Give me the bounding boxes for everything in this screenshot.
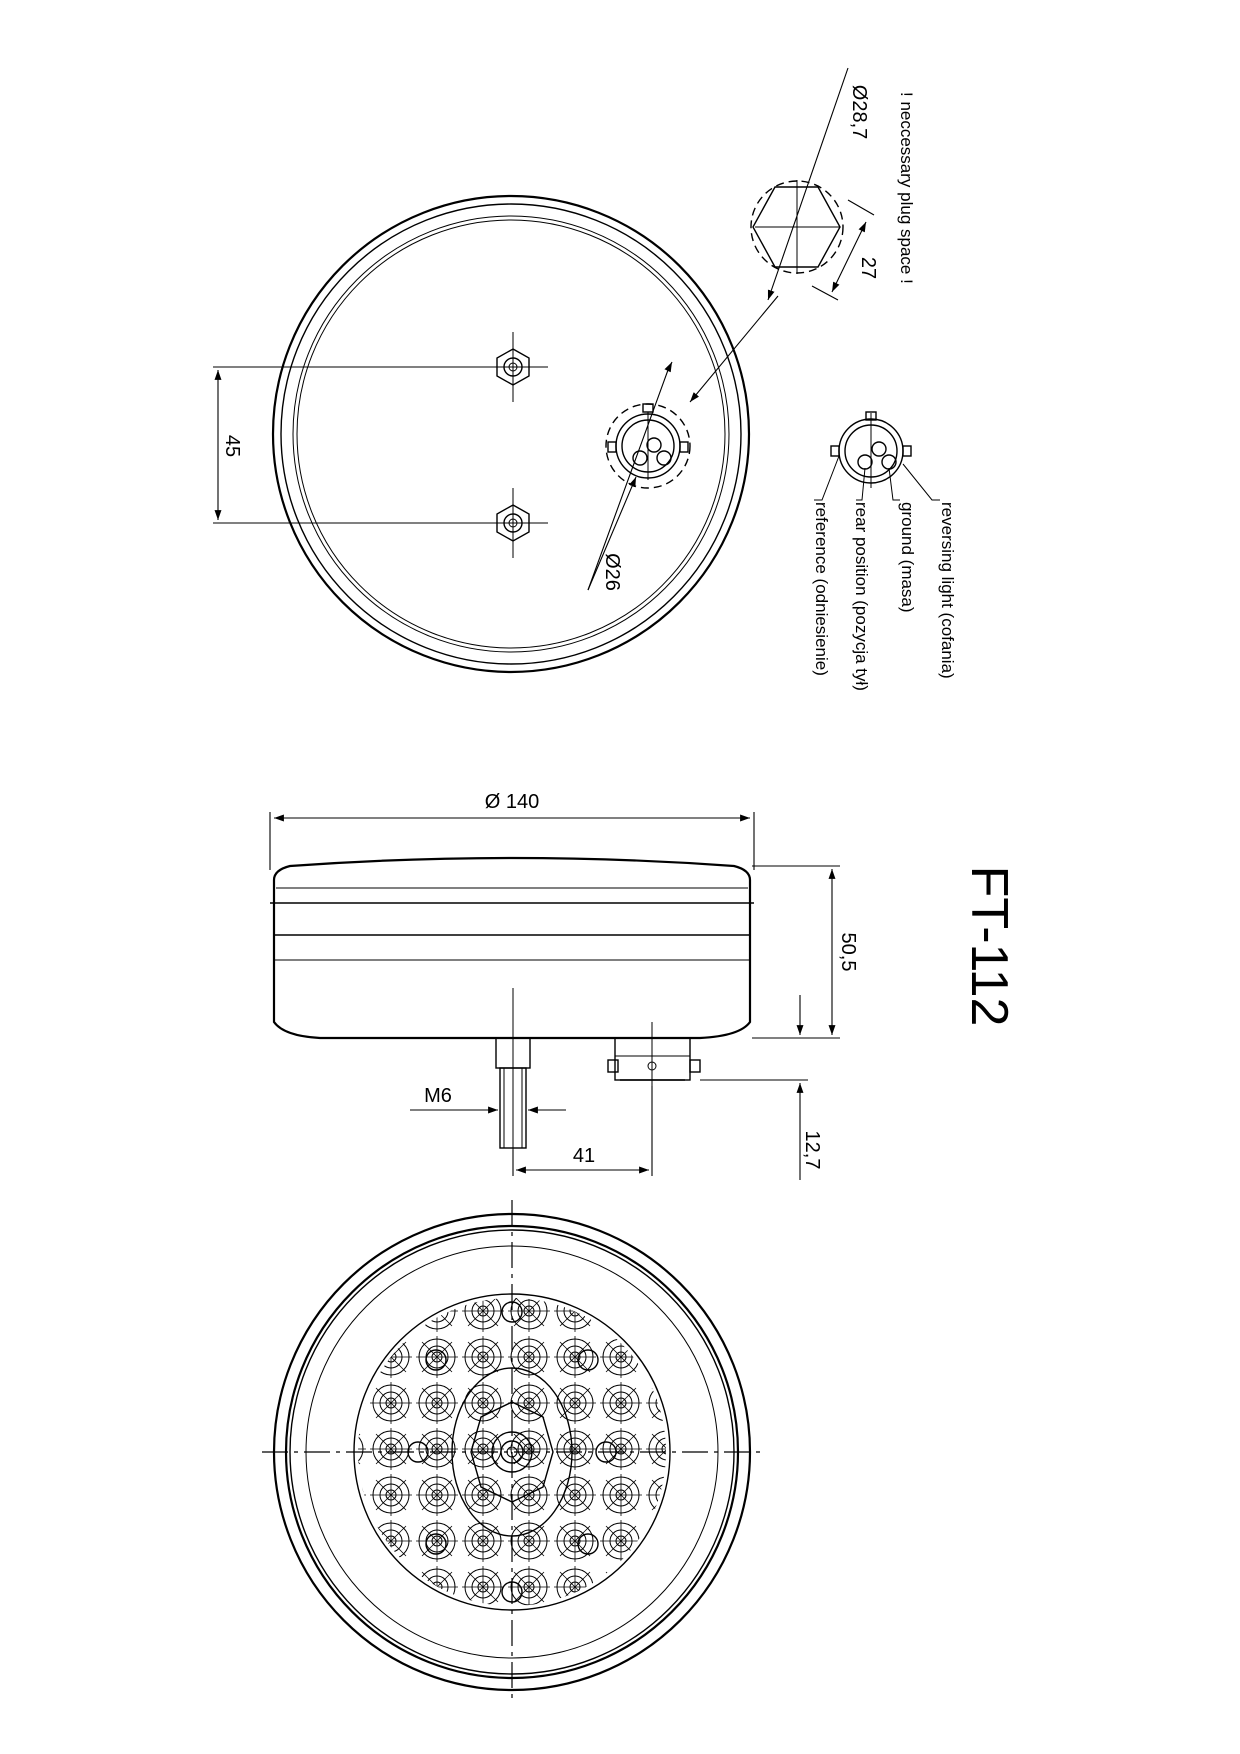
side-bolt <box>495 988 531 1160</box>
pin-label-reference: reference (odniesienie) <box>812 502 831 676</box>
plug-space-note: ! neccessary plug space ! <box>897 92 916 284</box>
dimension-socket-height: 12,7 <box>700 995 823 1180</box>
pin-label-reversing: reversing light (cofania) <box>938 502 957 679</box>
dimension-overall-height: 50,5 <box>752 865 859 1039</box>
pin-detail: reversing light (cofania) ground (masa) … <box>812 411 957 691</box>
lens-pattern <box>358 1298 666 1606</box>
pin-label-rear-position: rear position (pozycja tył) <box>852 502 871 691</box>
overall-height-label: 50,5 <box>837 933 859 972</box>
model-title: FT-112 <box>960 866 1018 1027</box>
plug-space-leader <box>689 295 779 403</box>
plug-diameter-label: Ø28,7 <box>848 85 870 139</box>
pin-label-ground: ground (masa) <box>898 502 917 613</box>
plug-width-label: 27 <box>857 257 879 279</box>
dimension-offset: 41 <box>512 1086 653 1176</box>
offset-label: 41 <box>573 1145 595 1167</box>
dimension-socket-diameter: Ø26 <box>587 361 673 591</box>
socket-height-label: 12,7 <box>801 1131 823 1170</box>
side-socket <box>607 1022 701 1086</box>
mounting-bolt-lower <box>475 488 548 558</box>
dimension-thread: M6 <box>410 1085 566 1114</box>
plug-space-detail: Ø28,7 27 ! neccessary plug space ! <box>750 67 916 301</box>
socket-diameter-label: Ø26 <box>601 553 623 591</box>
front-view <box>262 1200 762 1704</box>
overall-diameter-label: Ø 140 <box>485 791 539 813</box>
side-view: Ø 140 50,5 12,7 M6 41 <box>269 791 859 1180</box>
dimension-overall-diameter: Ø 140 <box>269 791 755 870</box>
rear-view: 45 Ø26 <box>213 194 779 674</box>
bolt-spacing-label: 45 <box>221 435 243 457</box>
thread-label: M6 <box>424 1085 452 1107</box>
connector-socket <box>605 403 691 489</box>
dimension-bolt-spacing: 45 <box>213 366 496 524</box>
